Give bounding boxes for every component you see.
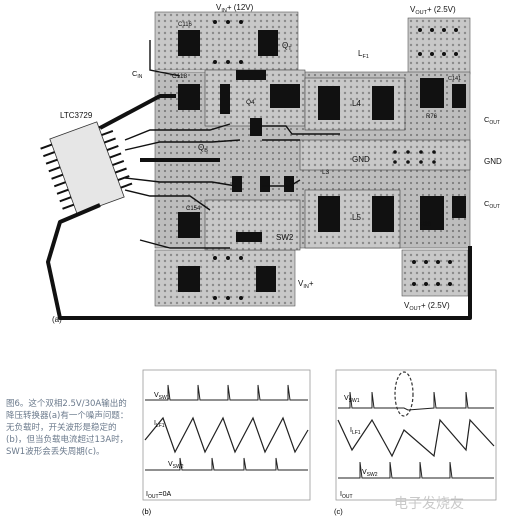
cin-label: CIN [132,69,143,80]
gnd-right-label: GND [484,157,502,166]
scope-c-label: (c) [334,507,343,516]
vin-bottom-label: VIN+ [298,279,314,290]
pcb-layout [40,11,472,320]
vout-bottom-label: VOUT+ (2.5V) [404,301,450,312]
vias [213,20,458,300]
label-a: (a) [52,315,62,324]
c141-label: C141 [448,76,461,82]
scope-c-vsw1-trace [338,391,494,411]
scope-b-vsw2-trace [145,457,308,471]
scope-c: VSW1 ILF1 VSW2 IOUT (c) [334,369,497,516]
scope-b-vsw1-label: VSW1 [154,392,170,401]
thin-traces [124,40,340,249]
qb-label: QB [198,143,208,154]
c116-label: C116 [178,22,193,28]
scope-c-vsw2-trace [338,461,494,479]
qt-label: QT [282,41,292,52]
scope-c-iout-label: IOUT [340,491,353,500]
cout-top-label: COUT [484,115,500,126]
c154-label: C154 [186,206,201,212]
vout-bottom-pour [401,249,469,297]
scope-b: VSW1 ILF1 VSW2 IOUT=0A (b) [142,369,311,516]
scope-c-vsw1-label: VSW1 [344,395,360,404]
gnd-center-label: GND [352,155,370,164]
sw2-node [204,199,301,251]
pads [178,30,466,292]
l4-label: L4 [352,99,361,108]
scope-b-frame [142,369,311,501]
r86-label: R86 [420,222,432,228]
cout-bottom-label: COUT [484,199,500,210]
q4-label: Q4 [246,99,255,106]
scope-c-vsw2-label: VSW2 [362,469,378,478]
lf1-label: LF1 [358,49,369,60]
vout-top-label: VOUT+ (2.5V) [410,5,456,16]
sw1-label: SW1 [282,83,300,92]
scope-b-label: (b) [142,507,152,516]
vin-top-label: VIN+ (12V) [216,3,254,14]
sw2-label: SW2 [276,233,294,242]
figure-caption: 图6。这个双相2.5V/30A输出的降压转换器(a)有一个噪声问题：无负载时，开… [6,399,129,457]
watermark: 电子发烧友 [394,495,464,511]
pcb-labels: VIN+ (12V) VOUT+ (2.5V) CIN C116 C118 Q4… [52,3,502,324]
gnd-strip [299,139,471,171]
ltc3729-ic [40,121,133,215]
traces [46,94,472,320]
scope-c-ilf1-label: ILF1 [350,427,361,436]
scope-b-ilf1-trace [144,416,309,454]
l3-label: L3 [322,169,330,176]
vout-top-pour [407,17,471,75]
l5-label: L5 [352,213,361,222]
scope-b-ilf1-label: ILF1 [154,420,165,429]
scope-c-ilf1-trace [337,418,495,458]
ic-label: LTC3729 [60,111,93,120]
scope-b-iout-label: IOUT=0A [146,491,171,500]
c118-label: C118 [172,73,187,80]
r76-label: R76 [426,114,438,120]
missing-cycle-highlight [394,371,414,417]
scope-b-vsw2-label: VSW2 [168,461,184,470]
scope-b-vsw1-trace [145,384,308,401]
